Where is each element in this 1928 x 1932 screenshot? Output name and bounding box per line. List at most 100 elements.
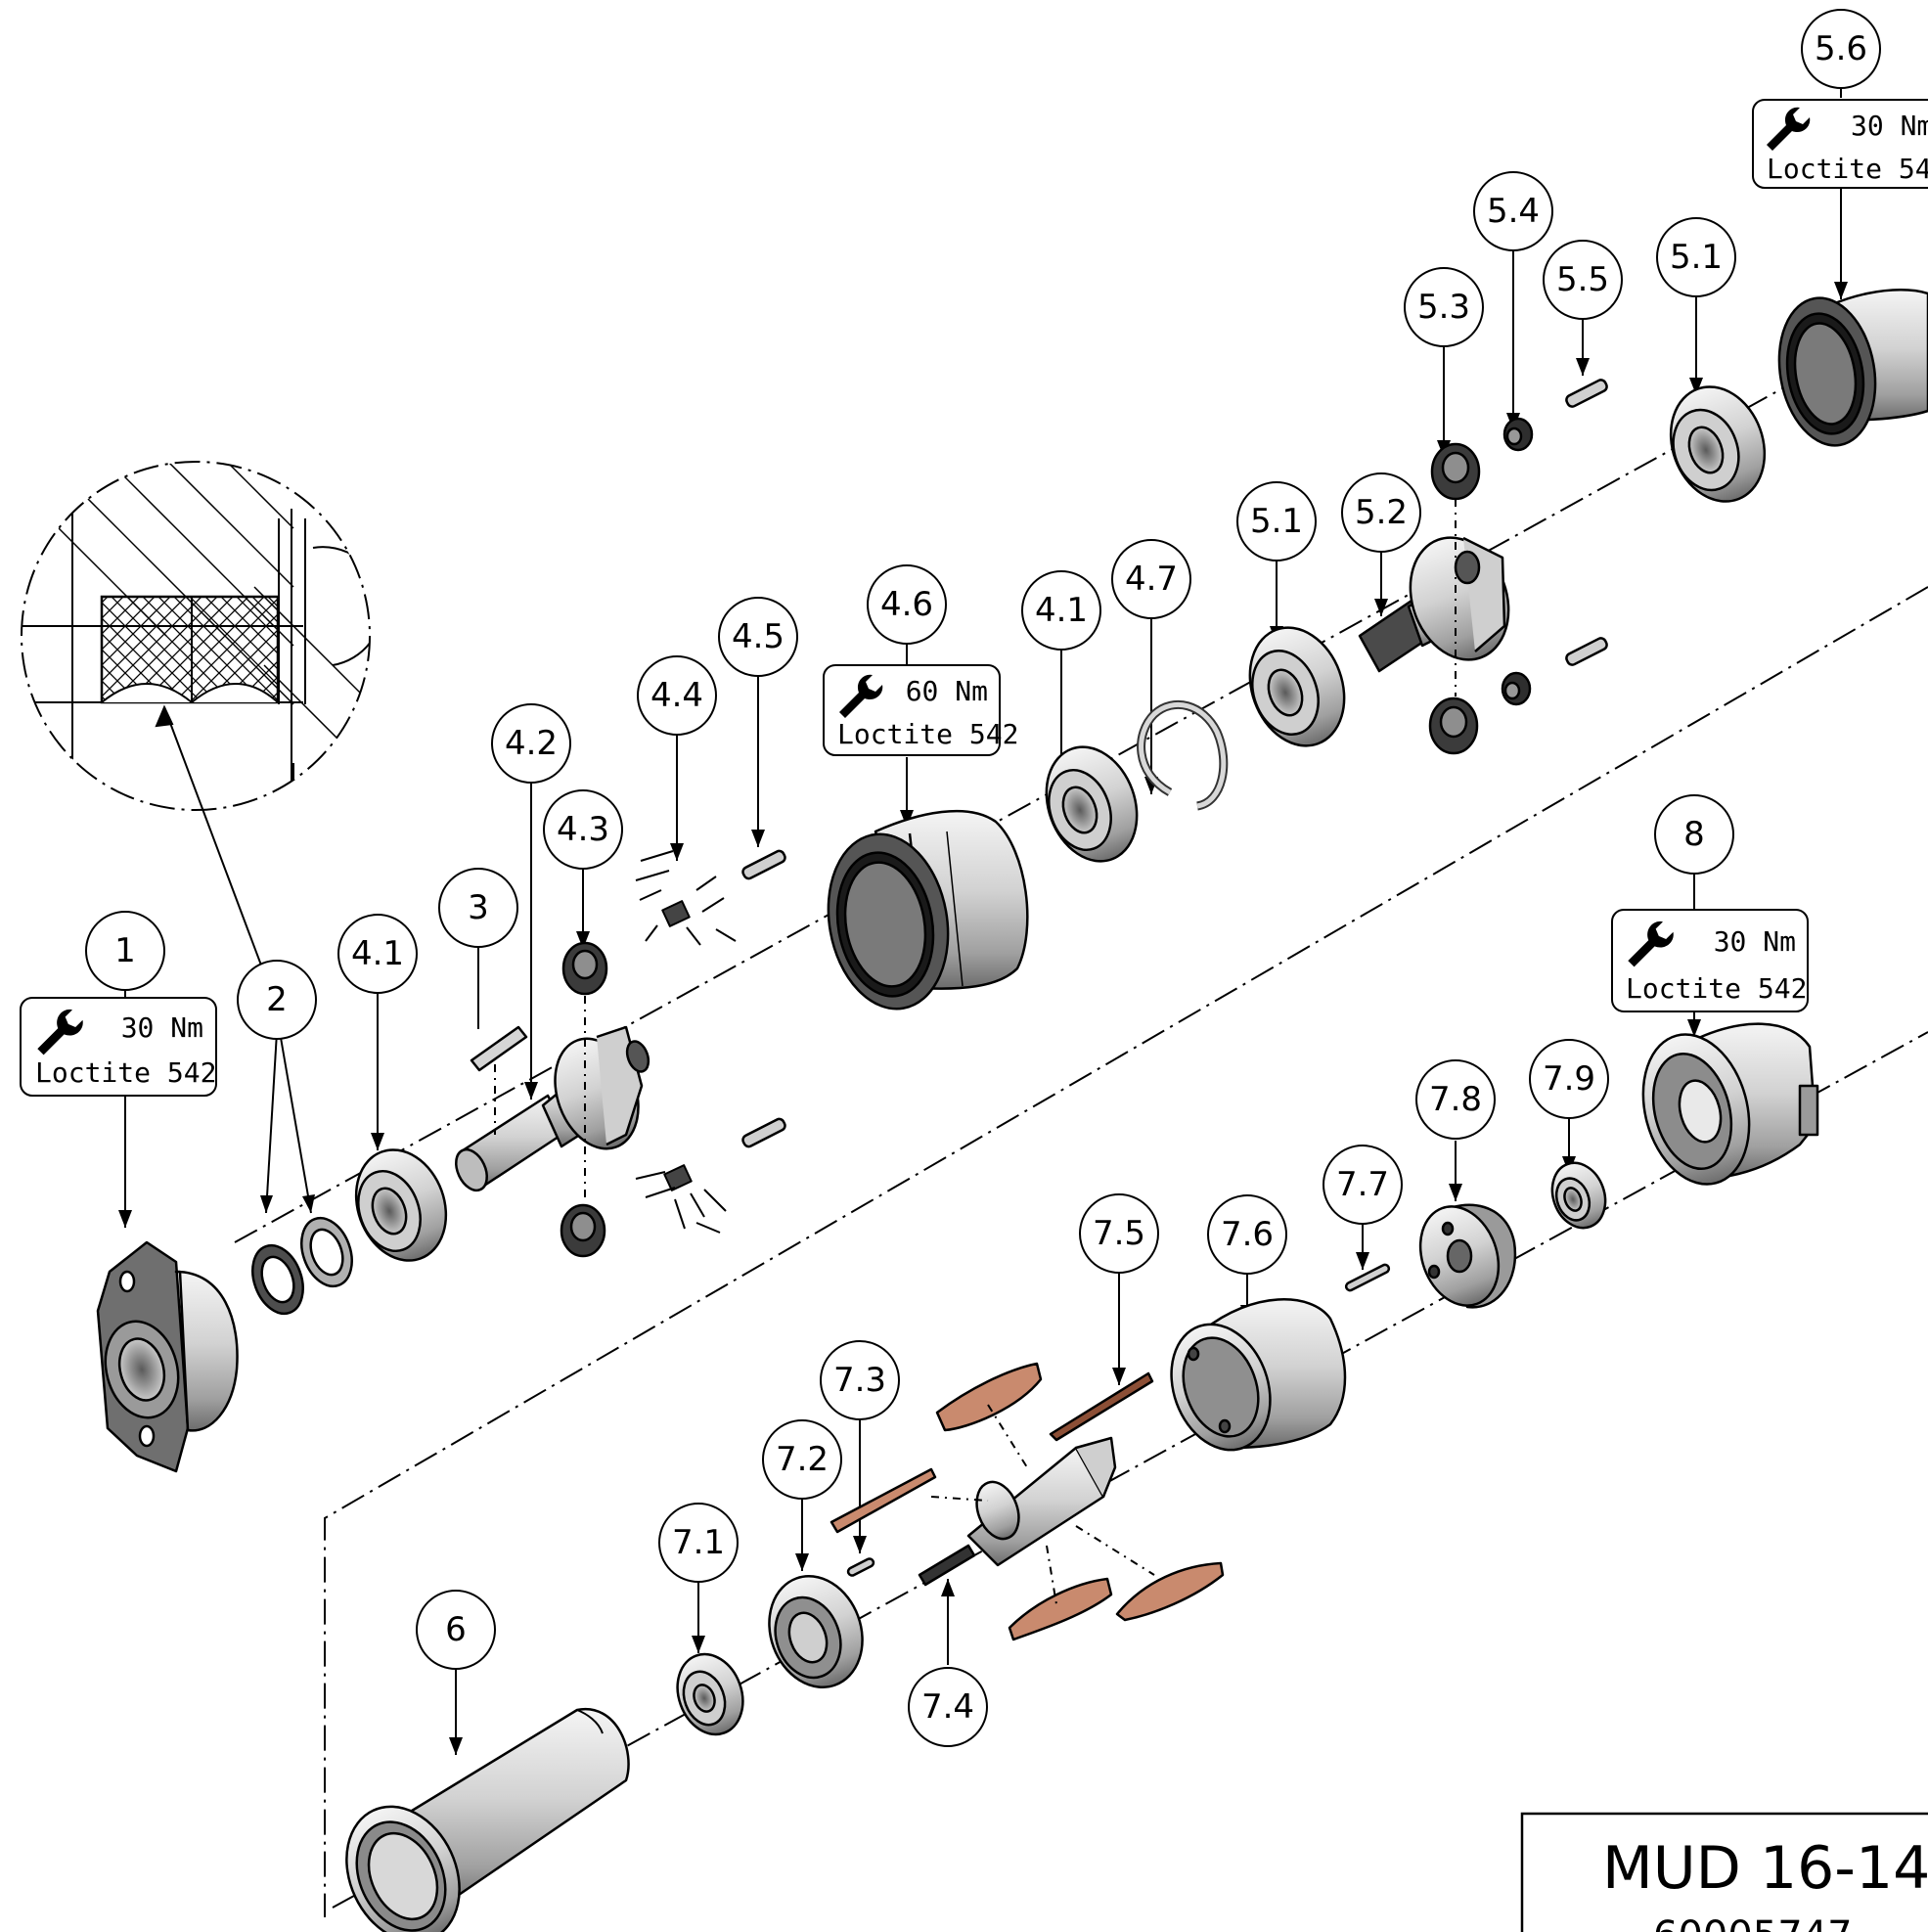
callout-5-5-label: 5.5	[1556, 260, 1609, 299]
callout-5-2-label: 5.2	[1355, 493, 1408, 532]
callout-7-9: 7.9	[1529, 1039, 1609, 1119]
callout-4-6: 4.6	[867, 564, 947, 645]
callout-7-8-label: 7.8	[1429, 1080, 1482, 1119]
part-7-9-bearing	[1550, 1161, 1607, 1230]
parts	[96, 289, 1928, 1932]
callout-7-4: 7.4	[908, 1667, 988, 1747]
callouts: 1 2 4.1 3 4.2 4.3 4.4 4.5	[85, 9, 1881, 1747]
callout-5-4: 5.4	[1473, 171, 1553, 251]
part-7-4-rotor	[918, 1436, 1117, 1587]
part-7-8-end-plate	[1418, 1203, 1517, 1309]
part-4-6-ring-gear	[827, 809, 1029, 1011]
part-7-7-pin	[1344, 1263, 1391, 1292]
title-block: MUD 16-140 60005747	[1520, 1812, 1928, 1932]
callout-7-5-label: 7.5	[1093, 1214, 1145, 1253]
part-5-1-bearing	[1248, 626, 1346, 747]
callout-4-3-label: 4.3	[557, 810, 609, 849]
part-5-5-pins	[1565, 379, 1608, 666]
spec-box-5-6: 30 Nm Loctite 542	[1752, 99, 1928, 189]
callout-7-2: 7.2	[762, 1419, 842, 1500]
spec-1-adhesive: Loctite 542	[35, 1056, 216, 1089]
callout-4-3: 4.3	[543, 789, 623, 870]
callout-7-5: 7.5	[1079, 1193, 1159, 1274]
callout-4-2: 4.2	[491, 703, 571, 784]
callout-7-2-label: 7.2	[776, 1440, 829, 1479]
part-6-outer-tube	[345, 1707, 630, 1932]
callout-4-7-label: 4.7	[1125, 560, 1178, 599]
callout-7-1: 7.1	[658, 1503, 739, 1583]
part-3-key	[470, 1025, 528, 1072]
callout-7-8: 7.8	[1415, 1059, 1496, 1140]
callout-5-3-label: 5.3	[1417, 288, 1470, 327]
callout-5-6-label: 5.6	[1815, 29, 1867, 68]
callout-4-4: 4.4	[637, 655, 717, 736]
callout-1-label: 1	[114, 931, 136, 970]
detail-view-seal-section	[21, 461, 371, 811]
callout-7-7-label: 7.7	[1336, 1165, 1389, 1204]
callout-4-1b: 4.1	[1021, 570, 1101, 651]
callout-5-1a-label: 5.1	[1250, 502, 1303, 541]
callout-6: 6	[416, 1590, 496, 1670]
leader-lines	[124, 80, 1842, 1755]
callout-3: 3	[438, 868, 518, 948]
part-4-1-bearing-b	[1045, 745, 1139, 863]
callout-4-1b-label: 4.1	[1035, 591, 1088, 630]
spec-1-torque: 30 Nm	[121, 1011, 203, 1044]
callout-8: 8	[1654, 794, 1734, 875]
part-4-3-planet-gears	[560, 941, 608, 1258]
callout-7-6: 7.6	[1207, 1194, 1287, 1275]
callout-4-4-label: 4.4	[650, 676, 703, 715]
callout-4-1a-label: 4.1	[351, 934, 404, 973]
callout-5-1a: 5.1	[1236, 481, 1317, 562]
callout-7-1-label: 7.1	[672, 1523, 725, 1562]
part-4-4-needles	[635, 850, 737, 1234]
part-5-6-ring-gear	[1777, 289, 1928, 447]
callout-8-label: 8	[1683, 815, 1705, 854]
spec-8-torque: 30 Nm	[1714, 925, 1796, 958]
callout-5-2: 5.2	[1341, 472, 1421, 553]
part-5-1-bearing-b	[1669, 385, 1767, 503]
callout-5-1b-label: 5.1	[1670, 238, 1723, 277]
spec-4-6-adhesive: Loctite 542	[837, 718, 1018, 750]
part-1-flange	[96, 1240, 239, 1473]
part-4-2-carrier	[455, 1025, 650, 1192]
spec-box-4-6: 60 Nm Loctite 542	[823, 664, 1018, 756]
assembly-connectors	[494, 499, 1457, 1605]
part-5-3-planet-gears	[1428, 442, 1481, 755]
callout-6-label: 6	[445, 1610, 467, 1649]
callout-4-6-label: 4.6	[880, 585, 933, 624]
callout-4-7: 4.7	[1111, 539, 1191, 619]
callout-3-label: 3	[468, 888, 489, 927]
callout-1: 1	[85, 911, 165, 991]
model-name: MUD 16-140	[1602, 1834, 1928, 1903]
part-4-7-circlip	[1137, 699, 1229, 811]
callout-7-4-label: 7.4	[921, 1687, 974, 1727]
part-7-1-bearing	[676, 1652, 744, 1736]
part-5-2-carrier	[1358, 536, 1510, 673]
callout-5-3: 5.3	[1404, 267, 1484, 347]
part-7-6-motor-sleeve	[1170, 1298, 1347, 1452]
callout-5-4-label: 5.4	[1487, 192, 1540, 231]
wrench-icon	[839, 674, 883, 718]
spec-8-adhesive: Loctite 542	[1626, 972, 1807, 1005]
callout-5-6: 5.6	[1801, 9, 1881, 89]
part-7-5-magnets	[829, 1362, 1225, 1641]
callout-5-1b: 5.1	[1656, 217, 1736, 297]
callout-2: 2	[237, 960, 317, 1040]
spec-4-6-torque: 60 Nm	[906, 675, 988, 707]
part-2-seals	[251, 1216, 353, 1316]
callout-7-7: 7.7	[1323, 1145, 1403, 1225]
callout-7-3: 7.3	[820, 1340, 900, 1420]
callout-2-label: 2	[266, 980, 288, 1019]
part-4-5-pins	[741, 849, 786, 1148]
wrench-icon	[37, 1009, 83, 1056]
callout-7-6-label: 7.6	[1221, 1215, 1274, 1254]
spec-5-6-torque: 30 Nm	[1851, 110, 1928, 142]
part-7-2-bearing	[768, 1575, 864, 1688]
wrench-icon	[1767, 107, 1811, 151]
spec-box-8: 30 Nm Loctite 542	[1611, 909, 1809, 1012]
callout-4-5: 4.5	[718, 597, 798, 677]
callout-4-2-label: 4.2	[505, 724, 558, 763]
part-number: 60005747	[1653, 1913, 1853, 1932]
